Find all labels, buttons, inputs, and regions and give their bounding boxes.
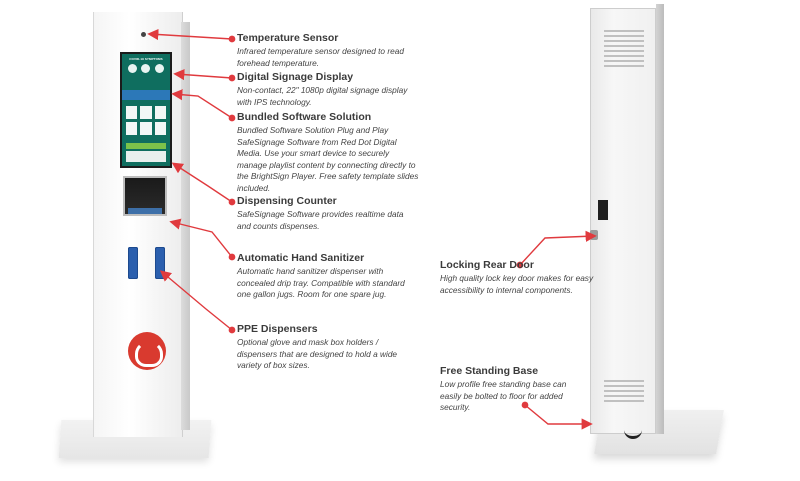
- callout-body: Non-contact, 22" 1080p digital signage d…: [237, 85, 408, 107]
- callout-title: Digital Signage Display: [237, 71, 354, 83]
- callout-temperature-sensor: Temperature Sensor Infrared temperature …: [237, 32, 417, 69]
- callout-free-standing-base: Free Standing Base Low profile free stan…: [440, 365, 575, 414]
- ppe-dispenser-left: [128, 247, 138, 279]
- callout-body: Optional glove and mask box holders / di…: [237, 337, 398, 371]
- ppe-dispenser-right: [155, 247, 165, 279]
- key-lock-icon: [590, 230, 598, 240]
- callout-body: Low profile free standing base can easil…: [440, 379, 567, 413]
- callout-title: PPE Dispensers: [237, 323, 318, 335]
- callout-ppe-dispensers: PPE Dispensers Optional glove and mask b…: [237, 323, 419, 372]
- callout-title: Temperature Sensor: [237, 32, 339, 44]
- sanitizer-drip-tray: [128, 208, 162, 214]
- callout-title: Dispensing Counter: [237, 195, 337, 207]
- callout-dispensing-counter: Dispensing Counter SafeSignage Software …: [237, 195, 417, 232]
- temperature-sensor: [141, 32, 146, 37]
- screen-tile-grid: [126, 106, 166, 135]
- callout-body: SafeSignage Software provides realtime d…: [237, 209, 404, 231]
- callout-title: Automatic Hand Sanitizer: [237, 252, 365, 264]
- callout-automatic-hand-sanitizer: Automatic Hand Sanitizer Automatic hand …: [237, 252, 417, 301]
- rear-door-handle: [598, 200, 608, 220]
- callout-bundled-software-solution: Bundled Software Solution Bundled Softwa…: [237, 111, 419, 195]
- screen-symptom-icons: [126, 64, 166, 78]
- screen-footer-panel: [126, 151, 166, 162]
- callout-digital-signage-display: Digital Signage Display Non-contact, 22"…: [237, 71, 417, 108]
- rear-kiosk-side-panel: [656, 4, 664, 434]
- power-cable: [624, 428, 642, 439]
- callout-body: High quality lock key door makes for eas…: [440, 273, 594, 295]
- callout-title: Locking Rear Door: [440, 259, 534, 271]
- digital-signage-screen: COVID-19 SYMPTOMS: [120, 52, 172, 168]
- callout-body: Infrared temperature sensor designed to …: [237, 46, 404, 68]
- screen-green-bar: [126, 143, 166, 149]
- rear-kiosk-body: [590, 8, 656, 434]
- top-vent: [604, 30, 644, 67]
- callout-title: Free Standing Base: [440, 365, 539, 377]
- bottom-vent: [604, 380, 644, 402]
- screen-title: COVID-19 SYMPTOMS: [129, 57, 163, 61]
- callout-body: Bundled Software Solution Plug and Play …: [237, 125, 419, 193]
- callout-body: Automatic hand sanitizer dispenser with …: [237, 266, 405, 300]
- callout-locking-rear-door: Locking Rear Door High quality lock key …: [440, 259, 595, 296]
- screen-blue-banner: [122, 90, 170, 100]
- front-kiosk-side-panel: [181, 22, 190, 430]
- red-circle-logo-icon: [128, 332, 166, 370]
- callout-title: Bundled Software Solution: [237, 111, 372, 123]
